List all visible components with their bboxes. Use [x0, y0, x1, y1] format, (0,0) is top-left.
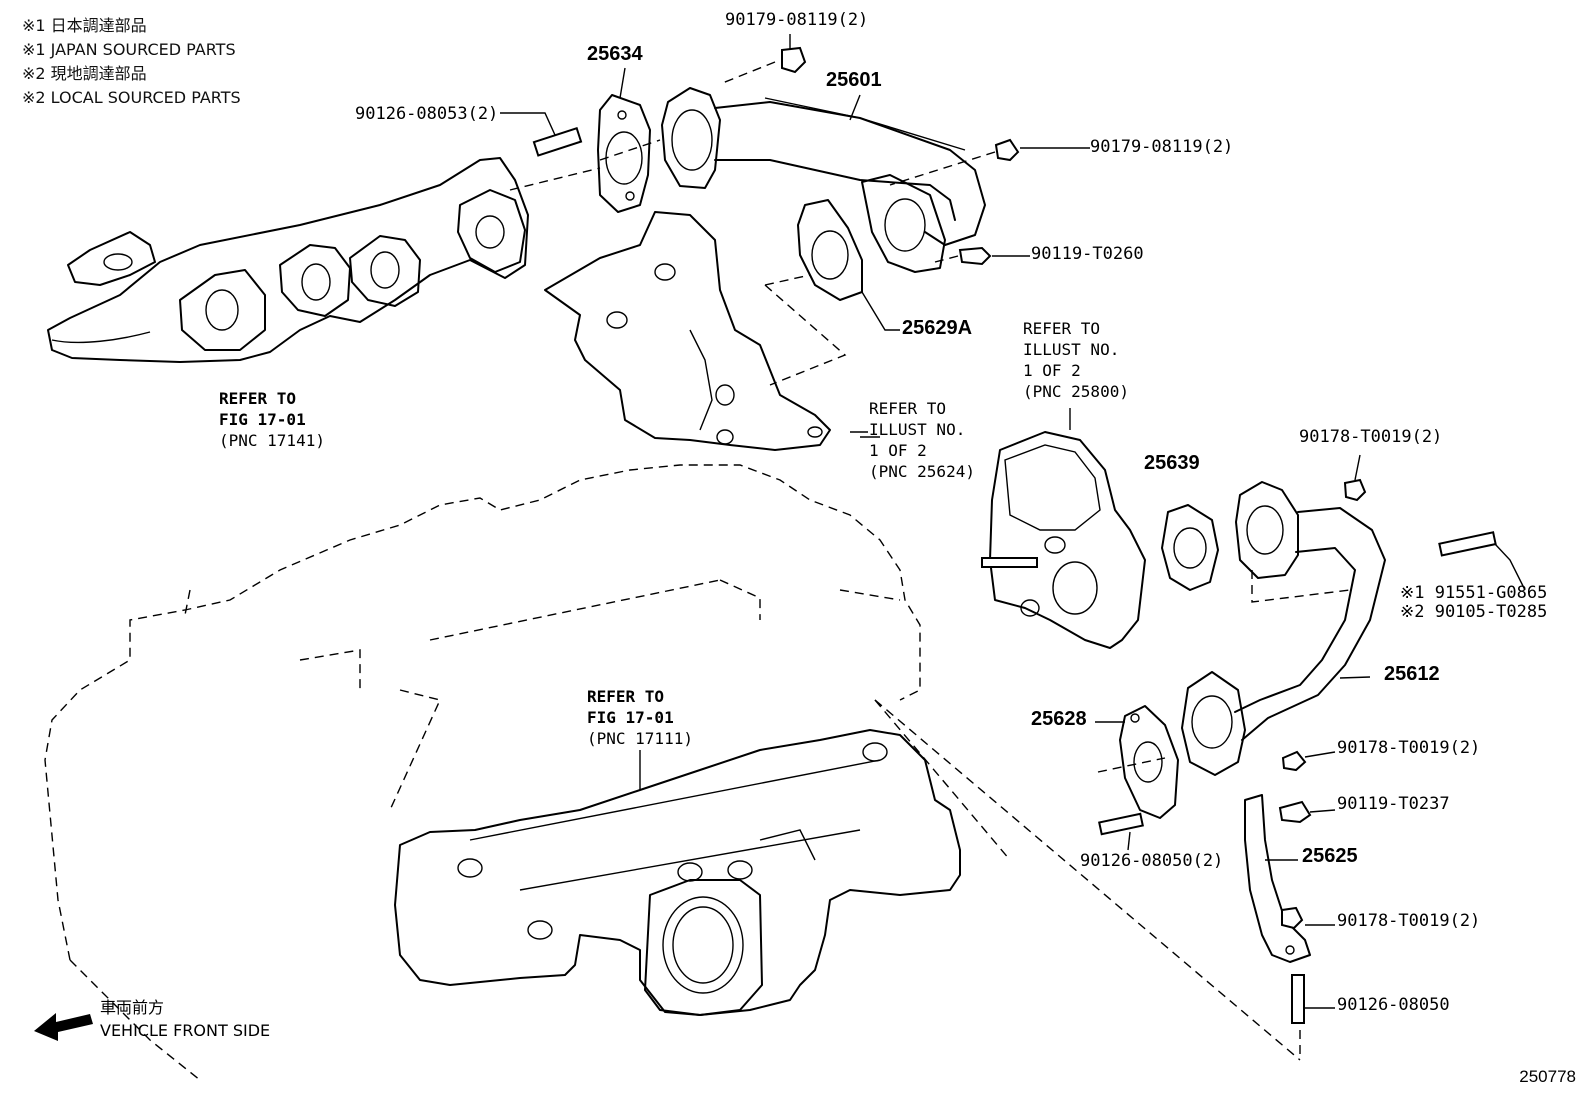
ref-intake-manifold[interactable]: REFER TO FIG 17-01 (PNC 17111)	[587, 686, 693, 749]
ref-line: REFER TO	[869, 399, 947, 418]
exhaust-manifold-drawing	[47, 157, 529, 363]
label-25601[interactable]: 25601	[826, 69, 882, 91]
label-90179-08119-right[interactable]: 90179-08119(2)	[1090, 137, 1234, 157]
egr-pipe-25601-drawing	[661, 87, 986, 273]
vehicle-front-arrow-icon	[34, 1013, 93, 1041]
legend-item: ※2 LOCAL SOURCED PARTS	[22, 88, 241, 107]
legend: ※1 日本調達部品 ※1 JAPAN SOURCED PARTS ※2 現地調達…	[22, 14, 241, 110]
label-90178-t0019-low[interactable]: 90178-T0019(2)	[1337, 911, 1481, 931]
ref-line: (PNC 17141)	[219, 431, 325, 450]
ref-line: REFER TO	[587, 687, 665, 706]
label-90119-t0237[interactable]: 90119-T0237	[1337, 794, 1450, 814]
drawing-number: 250778	[1519, 1067, 1576, 1086]
legend-item: ※1 日本調達部品	[22, 16, 147, 35]
ref-line: (PNC 25800)	[1023, 382, 1129, 401]
label-90178-t0019-top[interactable]: 90178-T0019(2)	[1299, 427, 1443, 447]
ref-line: 1 OF 2	[1023, 361, 1081, 380]
ref-line: (PNC 25624)	[869, 462, 975, 481]
ref-exhaust-manifold[interactable]: REFER TO FIG 17-01 (PNC 17141)	[219, 388, 325, 451]
label-25625[interactable]: 25625	[1302, 845, 1358, 867]
ref-egr-valve[interactable]: REFER TO ILLUST NO. 1 OF 2 (PNC 25800)	[1023, 318, 1129, 402]
ref-line: REFER TO	[219, 389, 297, 408]
egr-cooler-drawing	[544, 211, 868, 451]
front-label-en: VEHICLE FRONT SIDE	[100, 1021, 271, 1040]
ref-line: FIG 17-01	[219, 410, 306, 429]
ref-line: ILLUST NO.	[1023, 340, 1120, 359]
engine-block-outline	[44, 464, 1301, 1081]
label-25634[interactable]: 25634	[587, 43, 643, 65]
vehicle-front-side-label: 車両前方 VEHICLE FRONT SIDE	[100, 996, 270, 1042]
label-90105-t0285[interactable]: ※2 90105-T0285	[1400, 602, 1548, 622]
label-25639[interactable]: 25639	[1144, 452, 1200, 474]
label-91551-g0865[interactable]: ※1 91551-G0865	[1400, 583, 1548, 603]
legend-item: ※2 現地調達部品	[22, 64, 147, 83]
ref-line: 1 OF 2	[869, 441, 927, 460]
gasket-25639-drawing	[1161, 504, 1219, 591]
ref-line: ILLUST NO.	[869, 420, 966, 439]
label-90179-08119-top[interactable]: 90179-08119(2)	[725, 10, 869, 30]
hardware-top-drawing	[532, 46, 1020, 266]
ref-line: REFER TO	[1023, 319, 1101, 338]
label-90178-t0019-mid[interactable]: 90178-T0019(2)	[1337, 738, 1481, 758]
front-label-jp: 車両前方	[100, 998, 165, 1017]
gasket-25634-drawing	[509, 94, 661, 213]
leader-lines	[500, 34, 1526, 1009]
gasket-25629a-drawing	[764, 199, 863, 386]
label-90126-08050-2[interactable]: 90126-08050(2)	[1080, 851, 1224, 871]
label-90126-08053[interactable]: 90126-08053(2)	[355, 104, 499, 124]
bracket-25625-drawing	[1097, 478, 1497, 1055]
label-25612[interactable]: 25612	[1384, 663, 1440, 685]
egr-valve-drawing	[981, 408, 1146, 649]
egr-pipe-25612-drawing	[1181, 481, 1386, 776]
ref-line: (PNC 17111)	[587, 729, 693, 748]
label-25629a[interactable]: 25629A	[902, 317, 973, 339]
gasket-25628-drawing	[1119, 705, 1179, 819]
ref-egr-cooler[interactable]: REFER TO ILLUST NO. 1 OF 2 (PNC 25624)	[869, 398, 975, 482]
label-90119-t0260[interactable]: 90119-T0260	[1031, 244, 1144, 264]
legend-item: ※1 JAPAN SOURCED PARTS	[22, 40, 236, 59]
label-90126-08050[interactable]: 90126-08050	[1337, 995, 1450, 1015]
ref-line: FIG 17-01	[587, 708, 674, 727]
intake-manifold-drawing	[394, 729, 961, 1016]
label-25628[interactable]: 25628	[1031, 708, 1087, 730]
